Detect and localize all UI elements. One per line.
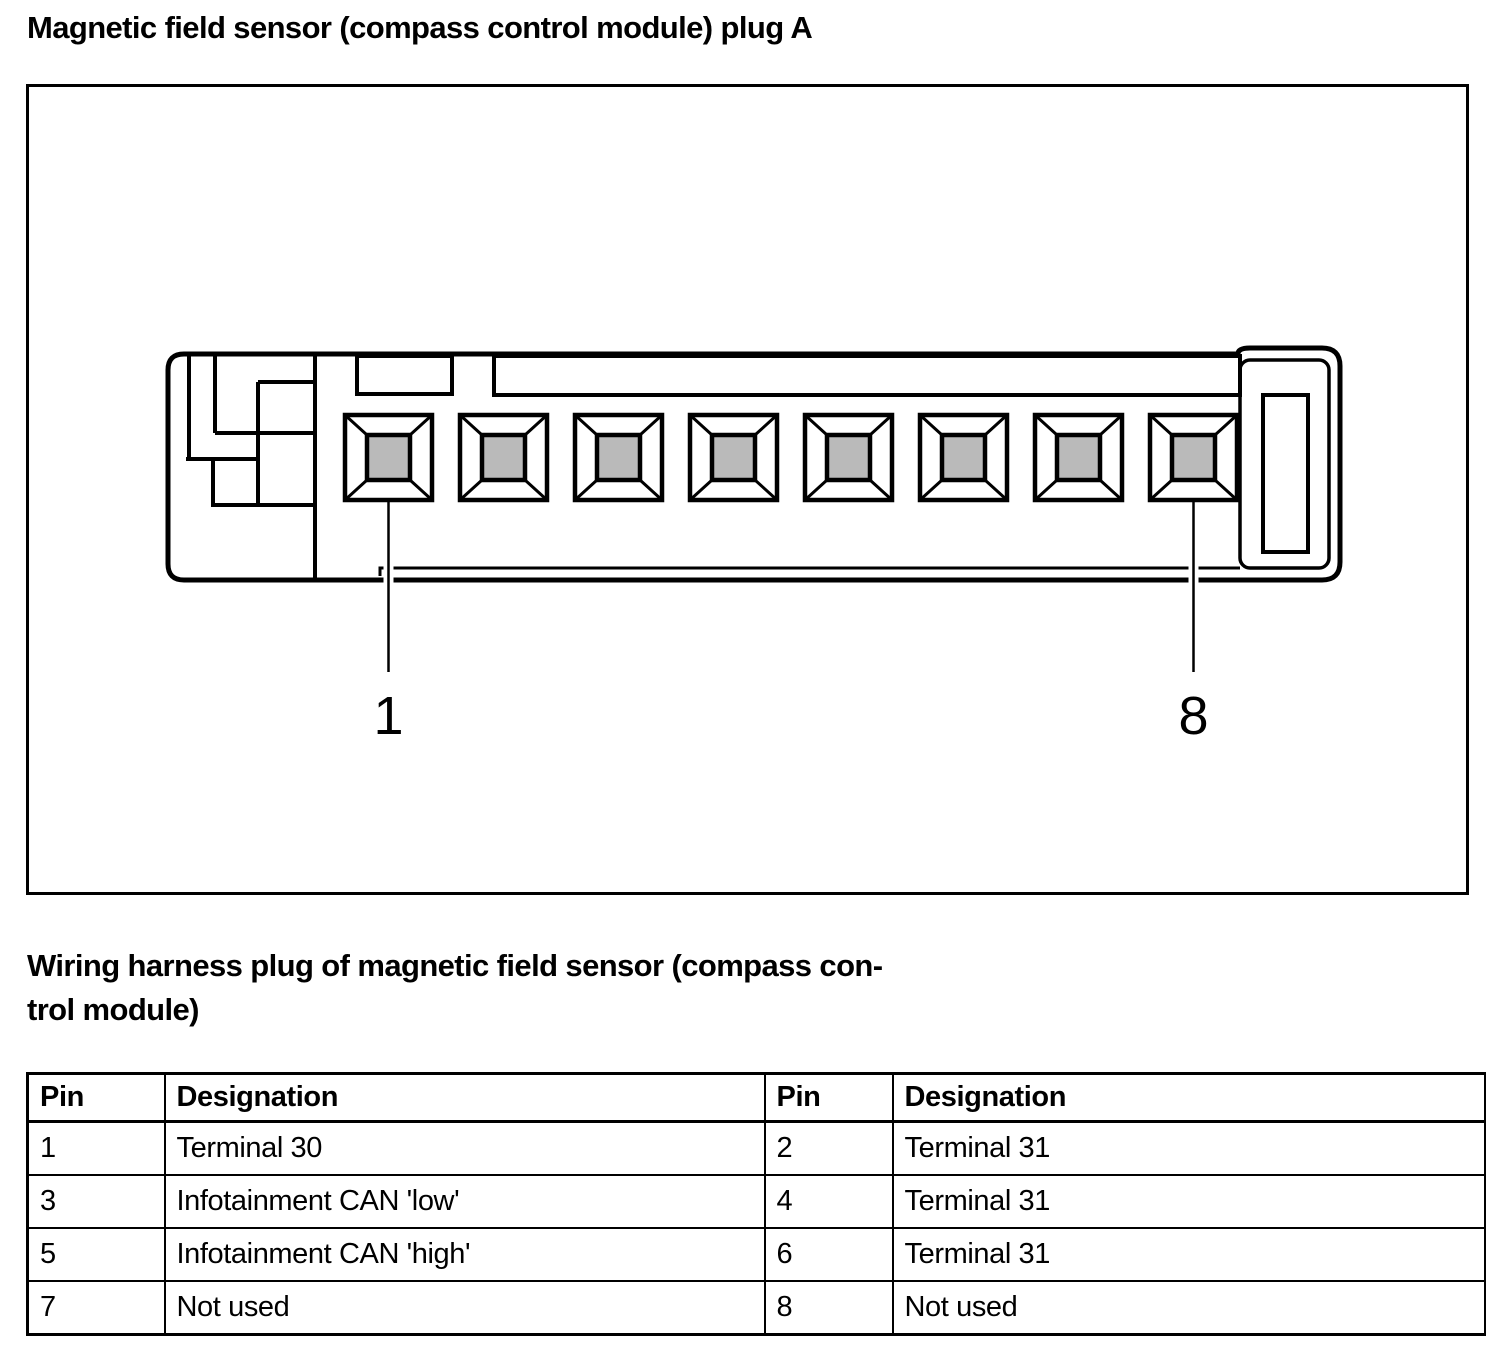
header-pin-right: Pin: [763, 1072, 894, 1123]
pin-cell: 4: [763, 1174, 894, 1229]
pin-contact-6: [917, 412, 1010, 503]
top-tab: [355, 354, 454, 396]
end-cap-inner-outline: [1238, 358, 1331, 570]
header-designation-left: Designation: [163, 1072, 766, 1123]
pin-cell: 1: [26, 1120, 166, 1176]
header-pin-left: Pin: [26, 1072, 166, 1123]
connector-body: [165, 345, 1343, 583]
end-cap-slot: [1261, 393, 1310, 554]
pin-contacts: [342, 412, 1240, 503]
pin-callouts: 1 8: [373, 500, 1209, 746]
pin-cell: 8: [763, 1280, 894, 1336]
pin-cell: 7: [26, 1280, 166, 1336]
pin-contact-8: [1147, 412, 1240, 503]
pin-contact-2: [457, 412, 550, 503]
pin1-label: 1: [373, 686, 403, 746]
designation-cell: Terminal 31: [891, 1120, 1486, 1176]
pin-contact-7: [1032, 412, 1125, 503]
designation-cell: Not used: [891, 1280, 1486, 1336]
connector-figure: 1 8: [26, 84, 1469, 895]
designation-cell: Infotainment CAN 'low': [163, 1174, 766, 1229]
top-rail: [492, 354, 1242, 397]
table-caption-line-2: trol module): [27, 992, 200, 1027]
designation-cell: Terminal 30: [163, 1120, 766, 1176]
pin-contact-4: [687, 412, 780, 503]
housing-bottom-line: [378, 566, 1240, 576]
table-header-row: Pin Designation Pin Designation: [26, 1072, 1486, 1123]
page-title: Magnetic field sensor (compass control m…: [27, 10, 813, 45]
designation-cell: Terminal 31: [891, 1227, 1486, 1282]
designation-cell: Infotainment CAN 'high': [163, 1227, 766, 1282]
pin-cell: 3: [26, 1174, 166, 1229]
designation-cell: Terminal 31: [891, 1174, 1486, 1229]
pin-cell: 2: [763, 1120, 894, 1176]
figure-frame: [26, 84, 1469, 895]
coding-key-maze: [186, 356, 317, 580]
pin-cell: 6: [763, 1227, 894, 1282]
pin8-label: 8: [1178, 686, 1208, 746]
table-caption: Wiring harness plug of magnetic field se…: [27, 944, 883, 1032]
pin-contact-3: [572, 412, 665, 503]
pin-contact-5: [802, 412, 895, 503]
designation-cell: Not used: [163, 1280, 766, 1336]
table-caption-line-1: Wiring harness plug of magnetic field se…: [27, 948, 883, 983]
pin-contact-1: [342, 412, 435, 503]
header-designation-right: Designation: [891, 1072, 1486, 1123]
connector-outline: [165, 345, 1343, 583]
pin-cell: 5: [26, 1227, 166, 1282]
